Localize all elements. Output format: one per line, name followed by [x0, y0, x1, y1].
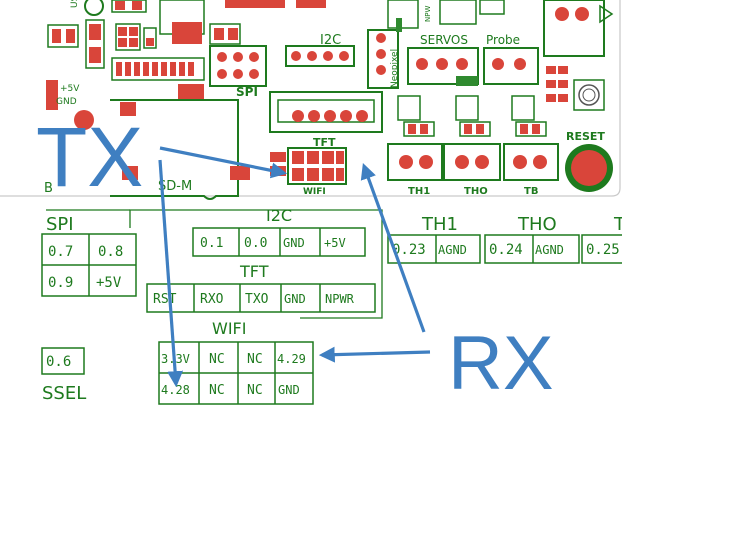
- th0-cell: AGND: [535, 243, 564, 257]
- svg-text:TFT: TFT: [313, 136, 336, 149]
- thermistor-connectors: TH1 THO TB: [387, 95, 559, 197]
- reset-button: RESET: [565, 130, 613, 192]
- wifi-cell: 4.28: [161, 383, 190, 397]
- tft-cell: RXO: [200, 292, 224, 307]
- neopixel-connector: Neopixel NPW: [367, 0, 505, 89]
- rx-label: RX: [448, 321, 554, 406]
- svg-text:Neopixel: Neopixel: [390, 49, 400, 88]
- tft-pin-table: TFT RST RXO TXO GND NPWR: [146, 262, 376, 313]
- th0-cell: 0.24: [489, 242, 523, 258]
- wifi-cell: NC: [209, 352, 225, 367]
- svg-text:WIFI: WIFI: [303, 187, 326, 197]
- svg-text:TFT: TFT: [239, 262, 269, 281]
- wifi-cell: NC: [209, 383, 225, 398]
- svg-text:B: B: [44, 181, 53, 196]
- svg-text:TH1: TH1: [421, 214, 458, 235]
- wifi-cell: 4.29: [277, 352, 306, 366]
- spi-header: SPI: [209, 45, 267, 99]
- i2c-cell: +5V: [324, 236, 346, 250]
- svg-text:US: US: [70, 0, 80, 8]
- pcb-board-image: US: [0, 0, 621, 200]
- i2c-cell: GND: [283, 236, 305, 250]
- svg-text:SERVOS: SERVOS: [420, 33, 468, 47]
- sd-card-slot: SD-M B: [44, 99, 250, 200]
- top-left-components: US: [47, 0, 326, 69]
- svg-text:NPW: NPW: [424, 6, 432, 22]
- svg-text:TH1: TH1: [408, 186, 430, 197]
- wifi-header: WIFI: [270, 147, 347, 197]
- spi-pin-table: SPI 0.7 0.8 0.9 +5V: [41, 214, 137, 297]
- i2c-header: I2C: [285, 33, 355, 67]
- svg-text:WIFI: WIFI: [212, 319, 246, 338]
- tx-arrow-to-wifi-table: [158, 159, 184, 388]
- ssel-pin-table: 0.6 SSEL: [41, 347, 86, 404]
- svg-text:SSEL: SSEL: [42, 383, 86, 404]
- svg-text:SPI: SPI: [236, 85, 258, 99]
- servos-probe-connectors: SERVOS Probe: [407, 33, 539, 86]
- i2c-cell: 0.1: [200, 236, 223, 251]
- wifi-cell: NC: [247, 352, 263, 367]
- th1-cell: AGND: [438, 243, 467, 257]
- svg-text:I2C: I2C: [320, 33, 341, 48]
- top-right-components: [543, 0, 614, 111]
- tx-arrow-to-wifi-header: [159, 146, 288, 179]
- svg-text:SPI: SPI: [46, 214, 74, 235]
- tx-callout: TX: [36, 110, 288, 388]
- th1-cell: 0.23: [392, 242, 426, 258]
- svg-text:TB: TB: [524, 186, 538, 197]
- ssel-cell: 0.6: [46, 354, 71, 370]
- power-jumper: +5V GND: [46, 80, 94, 130]
- tft-cell: TXO: [245, 292, 269, 307]
- wifi-cell: NC: [247, 383, 263, 398]
- table-brackets: [46, 209, 383, 319]
- tx-label: TX: [36, 110, 143, 204]
- tft-cell: GND: [284, 292, 306, 306]
- wifi-pin-table: WIFI 3.3V NC NC 4.29 4.28 NC NC GND: [158, 319, 314, 405]
- spi-cell: 0.7: [48, 244, 73, 260]
- svg-text:I2C: I2C: [266, 206, 292, 225]
- svg-text:+5V: +5V: [60, 84, 80, 94]
- rx-callout: RX: [318, 162, 554, 406]
- svg-text:GND: GND: [56, 97, 77, 107]
- spi-cell: +5V: [96, 275, 122, 291]
- tb-cell: 0.25: [586, 242, 620, 258]
- rx-arrow-to-wifi-header: [360, 162, 426, 333]
- svg-text:Probe: Probe: [486, 33, 520, 47]
- thermistor-pin-tables: TH1 0.23 AGND THO 0.24 AGND T 0.25: [387, 214, 627, 264]
- svg-text:THO: THO: [464, 186, 488, 197]
- i2c-pin-table: I2C 0.1 0.0 GND +5V: [192, 206, 366, 257]
- spi-cell: 0.8: [98, 244, 123, 260]
- tft-cell: RST: [153, 292, 177, 307]
- i2c-cell: 0.0: [244, 236, 267, 251]
- svg-text:THO: THO: [517, 214, 557, 235]
- wifi-cell: GND: [278, 383, 300, 397]
- rx-arrow-to-wifi-table: [318, 346, 431, 363]
- spi-cell: 0.9: [48, 275, 73, 291]
- svg-text:SD-M: SD-M: [158, 179, 192, 194]
- tft-header: TFT: [269, 91, 383, 149]
- pin-header-row: [111, 57, 205, 116]
- svg-text:RESET: RESET: [566, 130, 605, 143]
- tft-cell: NPWR: [325, 292, 355, 306]
